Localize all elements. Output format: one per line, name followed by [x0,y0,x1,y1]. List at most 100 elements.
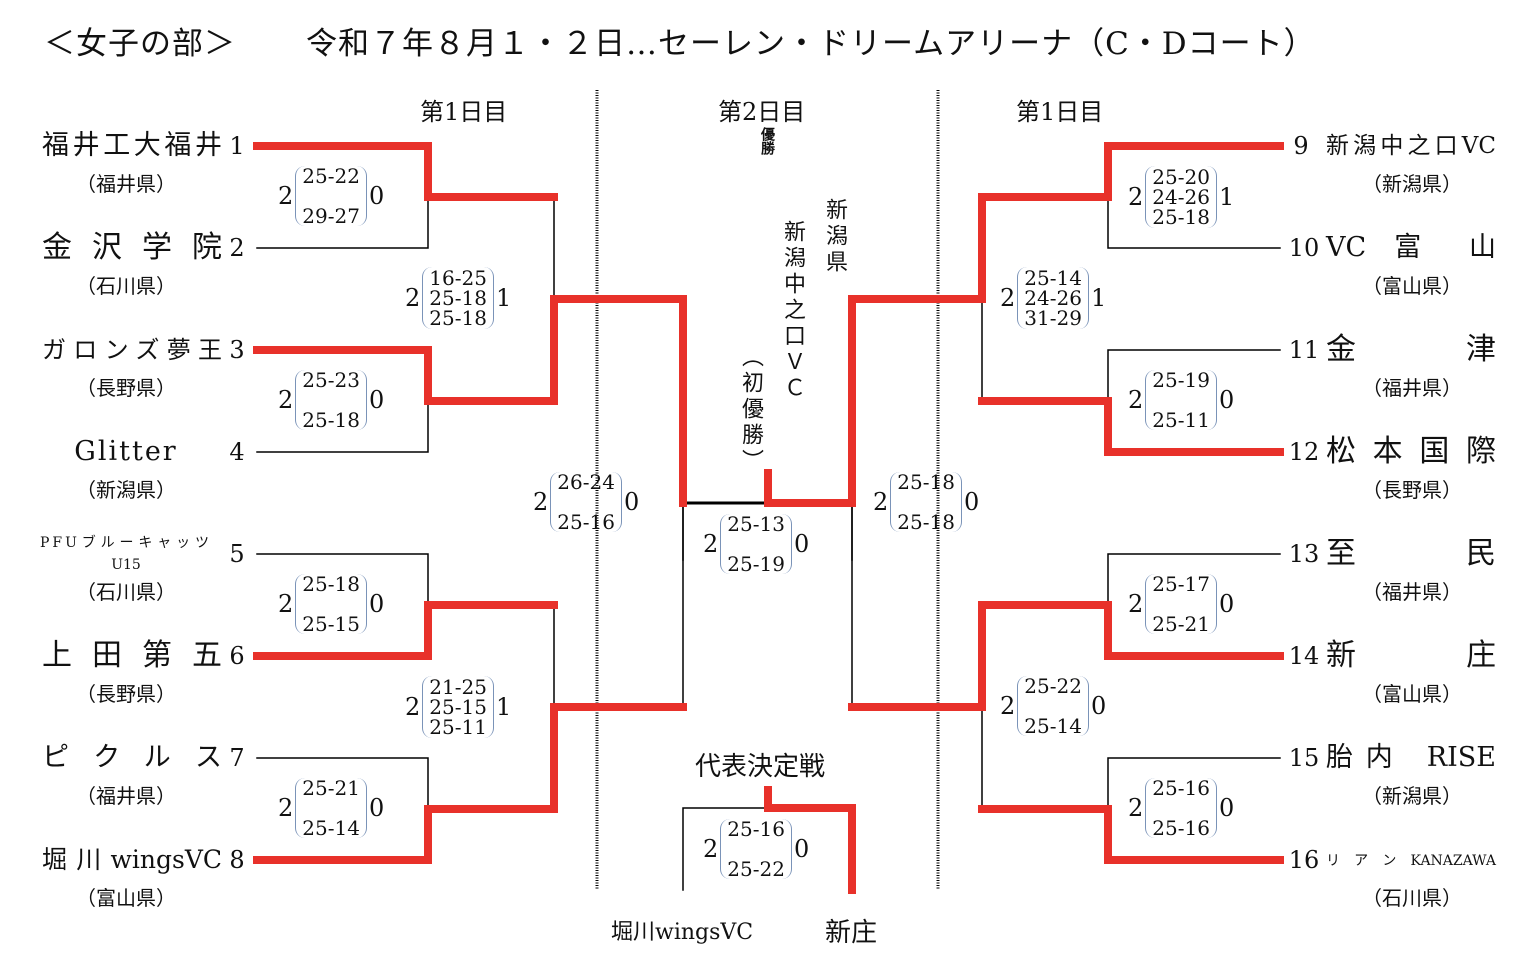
team-name: 上田第五 [42,638,222,673]
set-score: 21-25 [429,675,487,699]
team-pref: （長野県） [76,682,176,706]
set-scores: 25-20 24-26 25-18 [1145,166,1217,228]
win-team1 [253,142,558,201]
sets-won: 2 [1000,284,1016,312]
team-name: 堀川wingsVC [42,845,222,874]
day-label-right: 第1日目 [1016,98,1104,126]
set-score: 25-18 [302,408,360,432]
team-seed: 2 [229,234,245,262]
match-score: 2 21-25 25-15 25-11 1 [405,676,511,738]
team-pref: （福井県） [76,172,176,196]
win-lsemi [550,295,687,507]
sets-won: 2 [1128,794,1144,822]
match-score: 2 25-22 25-14 0 [1000,676,1106,736]
match-score: 2 25-21 25-14 0 [278,778,384,838]
set-score: 25-16 [557,510,615,534]
line-team10 [1107,196,1281,249]
sets-won: 2 [278,794,294,822]
team-seed: 8 [229,846,245,874]
set-scores: 25-19 25-11 [1145,370,1217,430]
team-seed: 6 [229,642,245,670]
sets-won: 2 [405,284,421,312]
sets-won: 2 [873,488,889,516]
set-score: 25-15 [302,612,360,636]
day-label-center: 第2日目 [718,98,806,126]
set-score: 29-27 [302,204,360,228]
set-scores: 25-21 25-14 [295,778,367,838]
match-score: 2 25-17 25-21 0 [1128,574,1234,634]
match-score: 2 25-19 25-11 0 [1128,370,1234,430]
set-scores: 25-16 25-16 [1145,778,1217,838]
set-scores: 25-16 25-22 [720,819,792,879]
team-name: 新潟中之口VC [1326,133,1496,159]
sets-won: 2 [703,835,719,863]
match-score: 2 16-25 25-18 25-18 1 [405,267,511,329]
team-name: リ ア ン KANAZAWA [1326,853,1496,869]
set-scores: 25-13 25-19 [720,514,792,574]
playoff-team-right: 新庄 [825,918,878,948]
set-score: 31-29 [1024,306,1082,330]
champion-pref: 新潟県 [822,198,847,276]
sets-won: 2 [278,590,294,618]
team-pref: （石川県） [76,580,176,604]
line-team2 [256,196,429,249]
sets-lost: 0 [793,835,810,863]
team-pref: （長野県） [76,376,176,400]
set-scores: 21-25 25-15 25-11 [422,676,494,738]
set-score: 25-20 [1152,165,1210,189]
set-score: 25-18 [429,286,487,310]
set-scores: 25-17 25-21 [1145,574,1217,634]
set-score: 25-23 [302,368,360,392]
match-score: 2 26-24 25-16 0 [533,472,639,532]
set-score: 25-19 [1152,368,1210,392]
match-score: 2 25-16 25-16 0 [1128,778,1234,838]
team-name: 福井工大福井 [42,130,222,161]
line-team4 [256,400,429,453]
set-scores: 25-23 25-18 [295,370,367,430]
final-score: 2 25-13 25-19 0 [703,514,809,574]
sets-lost: 0 [368,590,385,618]
set-score: 25-18 [429,306,487,330]
sets-lost: 1 [1218,183,1235,211]
sets-lost: 1 [495,284,512,312]
team-pref: （長野県） [1362,478,1462,502]
set-score: 25-16 [1152,776,1210,800]
team-name: VC 富 山 [1326,232,1496,263]
win-team6 [253,601,558,660]
set-score: 16-25 [429,266,487,290]
team-seed: 1 [229,132,245,160]
set-score: 25-22 [1024,674,1082,698]
team-pref: （富山県） [76,886,176,910]
set-score: 25-18 [302,572,360,596]
match-score: 2 25-20 24-26 25-18 1 [1128,166,1234,228]
win-team14 [848,601,1284,711]
playoff-team-left: 堀川wingsVC [611,920,754,945]
team-seed: 3 [229,336,245,364]
set-score: 25-17 [1152,572,1210,596]
sets-won: 2 [278,386,294,414]
team-seed: 9 [1293,132,1309,160]
set-score: 25-16 [1152,816,1210,840]
team-seed: 14 [1288,642,1320,670]
sets-lost: 0 [1218,386,1235,414]
win-team12 [978,397,1284,456]
division-title: ＜女子の部＞ [44,26,236,62]
event-title: 令和７年８月１・２日…セーレン・ドリームアリーナ（C・Dコート） [306,26,1316,62]
team-name: ピクルス [42,742,222,773]
team-pref: （新潟県） [1362,784,1462,808]
sets-lost: 1 [495,693,512,721]
match-score: 2 25-14 24-26 31-29 1 [1000,267,1106,329]
set-score: 25-11 [429,715,487,739]
sets-lost: 0 [368,182,385,210]
team-name-line2: U15 [111,557,141,573]
sets-lost: 0 [623,488,640,516]
match-score: 2 25-23 25-18 0 [278,370,384,430]
line-playoff-left [682,807,769,891]
team-pref: （新潟県） [76,478,176,502]
sets-won: 2 [703,530,719,558]
team-name: PFUブルーキャッツ [40,535,212,551]
team-name: ガロンズ夢王 [42,336,222,364]
team-pref: （福井県） [1362,580,1462,604]
set-score: 25-22 [727,857,785,881]
set-score: 25-16 [727,817,785,841]
